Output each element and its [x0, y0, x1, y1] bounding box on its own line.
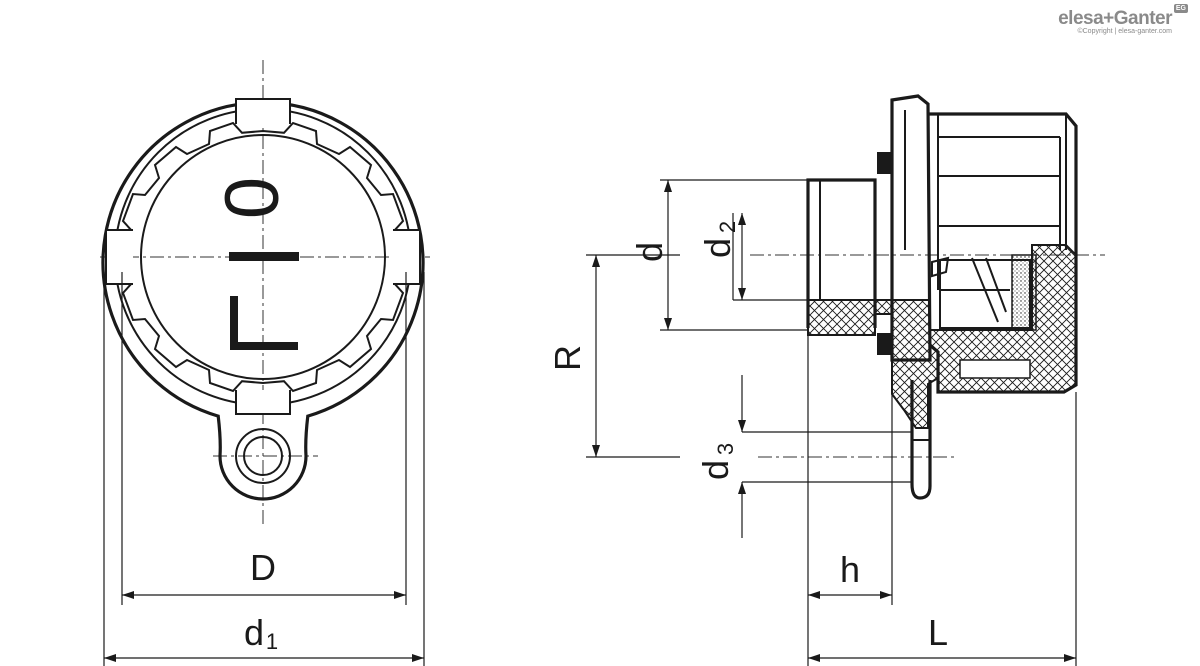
cap-symbols: 0 — [210, 177, 299, 350]
valve-element — [931, 256, 950, 278]
label-h: h — [840, 549, 860, 590]
label-d1: d — [244, 612, 264, 653]
threaded-neck — [806, 178, 877, 328]
label-d3-subscript: 3 — [713, 443, 738, 455]
neck-section-hatch — [807, 299, 893, 336]
grip-lugs — [105, 98, 421, 415]
label-D: D — [250, 547, 276, 588]
brand-logo: elesa+Ganter ©Copyright | elesa-ganter.c… — [1058, 4, 1188, 35]
brand-badge: EG — [1173, 4, 1188, 13]
cap-face — [140, 134, 386, 380]
symbol-bracket — [230, 296, 298, 350]
tab-hole-inner — [243, 436, 283, 476]
filter-insert — [1011, 254, 1037, 331]
label-d2-subscript: 2 — [715, 221, 740, 233]
tab-hole-outer — [235, 428, 291, 484]
side-view — [750, 94, 1105, 500]
symbol-one-bar — [229, 252, 299, 261]
knurled-grip-ring — [121, 121, 405, 393]
tab-strap — [910, 380, 932, 500]
brand-copyright: ©Copyright | elesa-ganter.com — [1077, 28, 1172, 35]
label-d: d — [629, 242, 670, 262]
gasket-upper — [877, 152, 892, 174]
label-d1-subscript: 1 — [266, 629, 278, 654]
cap-lower-cavity — [959, 359, 1031, 379]
side-dimensions: d d 2 R d 3 h L — [547, 179, 1077, 666]
cap-outline-with-tab — [101, 100, 425, 501]
label-d3: d — [695, 460, 736, 480]
label-R: R — [547, 345, 588, 371]
label-d2: d — [697, 238, 738, 258]
front-dimensions: D d 1 — [103, 272, 425, 666]
label-L: L — [928, 612, 948, 653]
brand-name: elesa+Ganter — [1058, 8, 1172, 29]
symbol-zero: 0 — [210, 177, 295, 219]
front-view: 0 — [100, 60, 430, 525]
gasket-lower — [877, 333, 892, 355]
